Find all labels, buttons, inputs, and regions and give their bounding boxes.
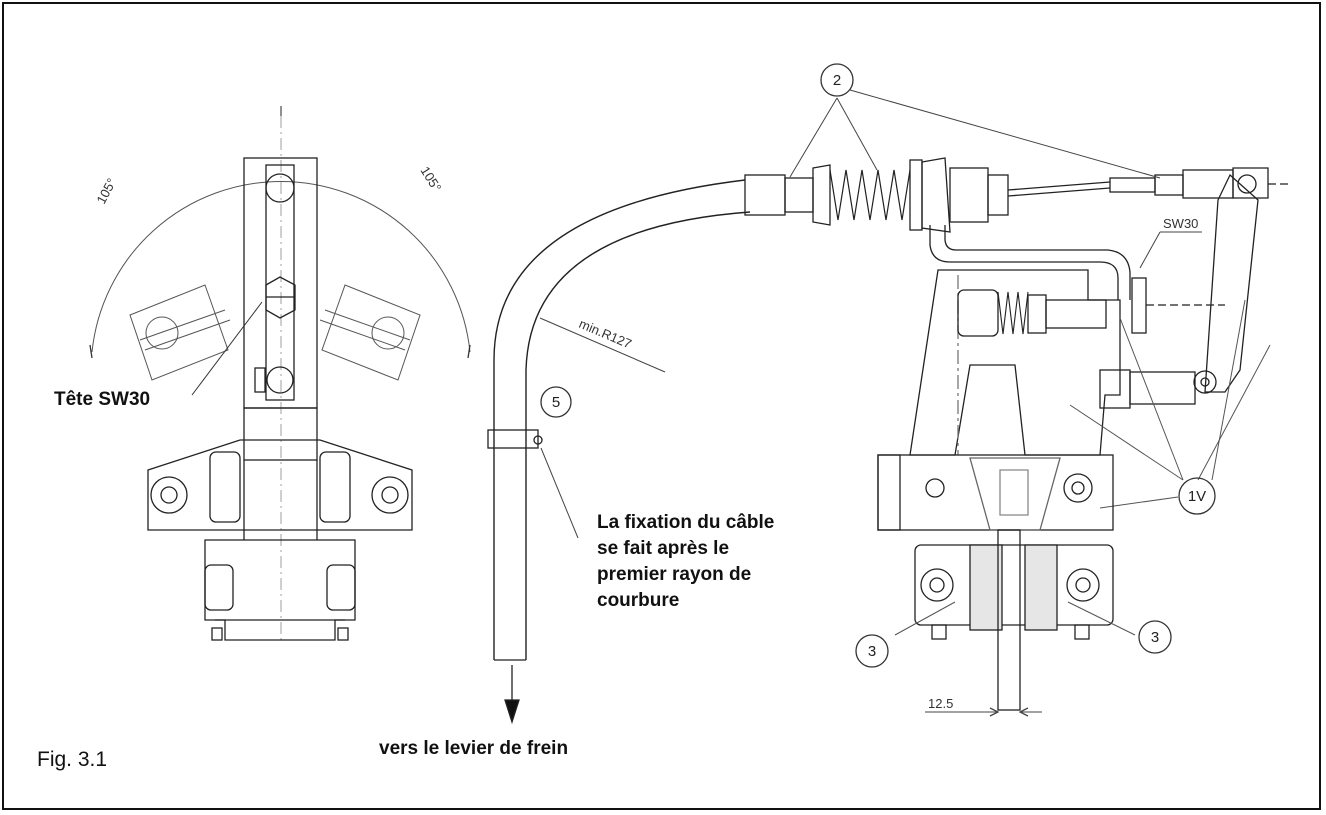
brake-bracket: [789, 89, 1271, 509]
callout-1v-text: 1V: [1188, 488, 1206, 505]
hex-nut: [265, 276, 296, 319]
angle-arc: [91, 181, 471, 353]
callout-3-right-text: 3: [1151, 629, 1159, 646]
fixation-note-line: La fixation du câble: [597, 512, 775, 533]
callout-3-right-bubble: [1138, 620, 1172, 654]
left-view: [89, 106, 471, 641]
lower-body: [877, 454, 1136, 717]
angle-left-text: 105°: [93, 176, 119, 207]
callout-3-left-bubble: [855, 634, 889, 668]
sw30-text: SW30: [1163, 216, 1198, 231]
callout-2-bubble: [820, 63, 854, 97]
down-arrow-head: [504, 699, 520, 725]
head-label: Tête SW30: [54, 389, 151, 410]
spring: [829, 169, 911, 221]
ghost-right: [319, 284, 421, 381]
cable-sheath-outer: [493, 179, 746, 660]
cable-sheath-inner: [525, 211, 751, 660]
fixation-note-line: premier rayon de: [597, 564, 752, 585]
callout-2-text: 2: [833, 72, 841, 89]
arrow-label: vers le levier de frein: [379, 738, 569, 759]
callout-3-left-text: 3: [868, 643, 876, 660]
small-spring: [997, 291, 1029, 335]
fixation-note: La fixation du câble se fait après le pr…: [597, 510, 774, 614]
cable-end-assembly: [744, 157, 1290, 300]
fixation-note-line: se fait après le: [597, 538, 730, 559]
callout-5-bubble: [540, 386, 572, 418]
head-leader: [191, 301, 263, 396]
callout-5-text: 5: [552, 394, 560, 411]
cable: [487, 179, 751, 725]
cable-clamp: [487, 429, 539, 449]
callout-1v-bubble: [1178, 477, 1216, 515]
fixation-note-line: courbure: [597, 590, 680, 611]
dimension-text: 12.5: [928, 696, 953, 711]
ghost-left: [129, 284, 231, 381]
figure-caption: Fig. 3.1: [37, 748, 108, 771]
radius-dim-line: [539, 317, 666, 373]
angle-right-text: 105°: [417, 164, 444, 195]
